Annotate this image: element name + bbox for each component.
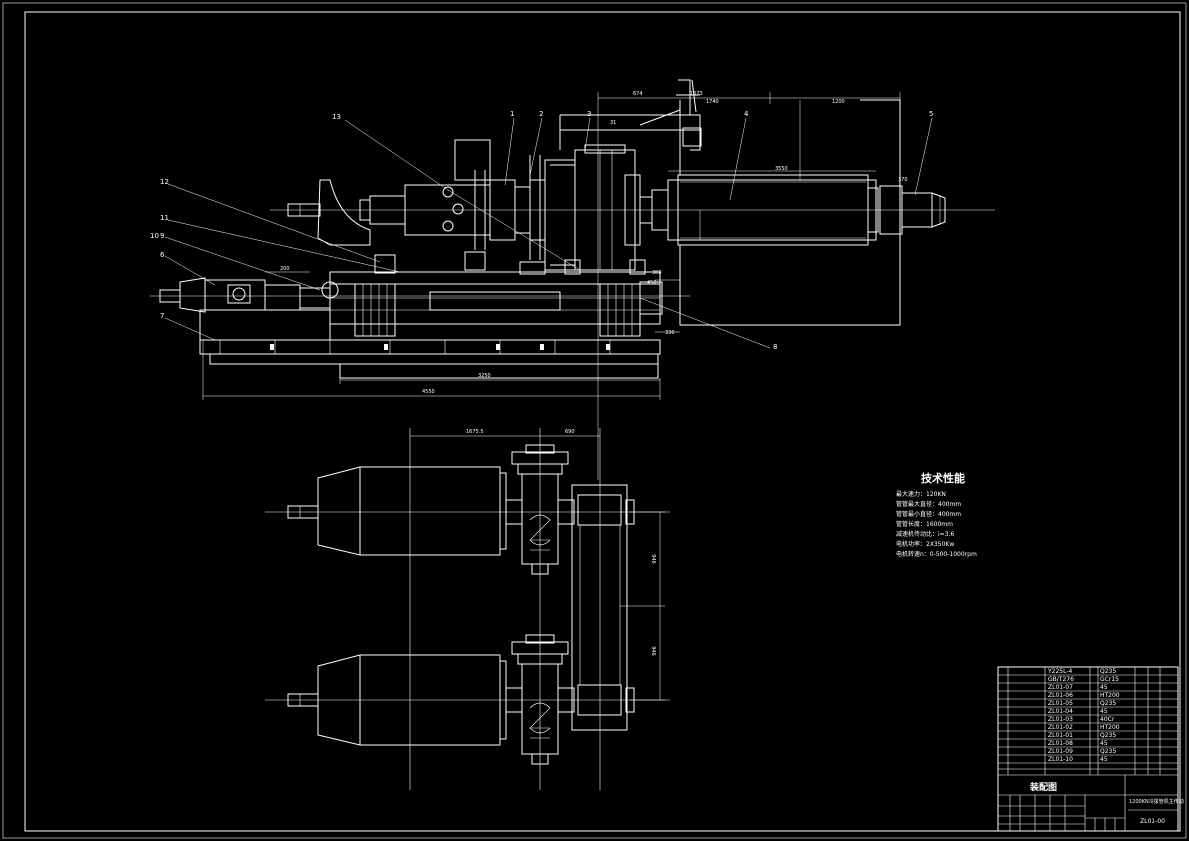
tech-specs: 技术性能 最大速力：120KN 管管最大直径：400mm 管管最小直径：400m… [896, 470, 996, 560]
leader-label: 9 [160, 232, 165, 240]
plan-reducer [571, 484, 635, 731]
elevation-view [150, 79, 995, 480]
dimension-text: 330 [665, 330, 675, 336]
svg-text:HT200: HT200 [1100, 692, 1120, 699]
tech-line: 减速机传动比：i=3.6 [896, 531, 955, 538]
svg-text:Q235: Q235 [1100, 700, 1116, 707]
dimension-text: 450 [647, 280, 657, 286]
tech-line: 电机转速n：0-500-1000rpm [896, 551, 977, 558]
dimension-text: 4550 [422, 389, 435, 395]
dimension-text: 370 [898, 177, 908, 183]
svg-text:45: 45 [1100, 740, 1108, 747]
svg-text:ZL01-06: ZL01-06 [1048, 692, 1073, 699]
plan-view [265, 428, 670, 790]
leader-label: 11 [160, 214, 169, 222]
svg-text:ZL01-01: ZL01-01 [1048, 732, 1073, 739]
tech-line: 管管长度：1600mm [896, 521, 953, 528]
leader-label: 4 [744, 110, 749, 118]
main-motor [639, 99, 946, 326]
svg-text:GB/T276: GB/T276 [1048, 676, 1074, 683]
project-name: 1200KN冷拔管机主传动 [1129, 799, 1184, 805]
supports [374, 79, 702, 275]
leader-label: 8 [773, 343, 778, 351]
tech-line: 管管最大直径：400mm [896, 501, 962, 508]
svg-text:45: 45 [1100, 708, 1108, 715]
leader-label: 3 [587, 110, 592, 118]
svg-text:Q235: Q235 [1100, 668, 1116, 675]
dimension-text: 300 [652, 270, 662, 276]
leader-label: 2 [539, 110, 544, 118]
tech-line: 电机功率：2X350Kw [896, 541, 955, 548]
plan-dimensions [410, 435, 665, 701]
dimension-text: 31 [610, 120, 617, 126]
svg-text:40Cr: 40Cr [1100, 716, 1115, 723]
dimension-text: 674 [633, 91, 643, 97]
tech-line: 管管最小直径：400mm [896, 511, 962, 518]
base-frame [199, 339, 661, 379]
dimension-text: 690 [565, 429, 575, 435]
leader-lines [164, 117, 933, 349]
sheet-border-inner [24, 11, 1181, 832]
svg-text:45: 45 [1100, 756, 1108, 763]
tech-title: 技术性能 [921, 472, 965, 485]
leader-label: 13 [332, 113, 341, 121]
svg-text:ZL01-02: ZL01-02 [1048, 724, 1073, 731]
dimension-text: 1200 [832, 99, 845, 105]
svg-text:45: 45 [1100, 684, 1108, 691]
dimension-text: 3550 [775, 166, 788, 172]
dimension-text: 1740 [706, 99, 719, 105]
leader-label: 1 [510, 110, 515, 118]
coupling-housing [287, 139, 516, 246]
svg-text:ZL01-08: ZL01-08 [1048, 740, 1073, 747]
svg-text:ZL01-10: ZL01-10 [1048, 756, 1073, 763]
dimension-text: 3250 [478, 373, 491, 379]
svg-text:ZL01-05: ZL01-05 [1048, 700, 1073, 707]
front-dimensions [202, 92, 941, 480]
svg-text:Q235: Q235 [1100, 732, 1116, 739]
svg-text:ZL01-04: ZL01-04 [1048, 708, 1073, 715]
dimension-text: 200 [280, 266, 290, 272]
drawing-number: ZL01-00 [1140, 818, 1165, 825]
dimension-text: 946 [649, 554, 656, 564]
leader-label: 10 [150, 232, 159, 240]
tech-line: 最大速力：120KN [896, 491, 946, 498]
leader-label: 5 [929, 110, 934, 118]
dimension-text: 1675.5 [466, 429, 484, 435]
leader-label: 6 [160, 251, 165, 259]
plan-motor-lower [287, 654, 507, 746]
svg-text:Q235: Q235 [1100, 748, 1116, 755]
dimension-text: 946 [649, 646, 656, 656]
svg-text:GCr15: GCr15 [1100, 676, 1119, 683]
leader-label: 12 [160, 178, 169, 186]
svg-text:ZL01-03: ZL01-03 [1048, 716, 1073, 723]
svg-text:Y225L-4: Y225L-4 [1047, 668, 1073, 675]
plan-coupling-upper [505, 444, 575, 575]
svg-text:ZL01-07: ZL01-07 [1048, 684, 1073, 691]
svg-text:ZL01-09: ZL01-09 [1048, 748, 1073, 755]
dimension-text: 1673 [690, 91, 703, 97]
svg-text:HT200: HT200 [1100, 724, 1120, 731]
drawing-name: 装配图 [1030, 783, 1058, 793]
plan-coupling-lower [505, 634, 575, 765]
leader-label: 7 [160, 312, 165, 320]
